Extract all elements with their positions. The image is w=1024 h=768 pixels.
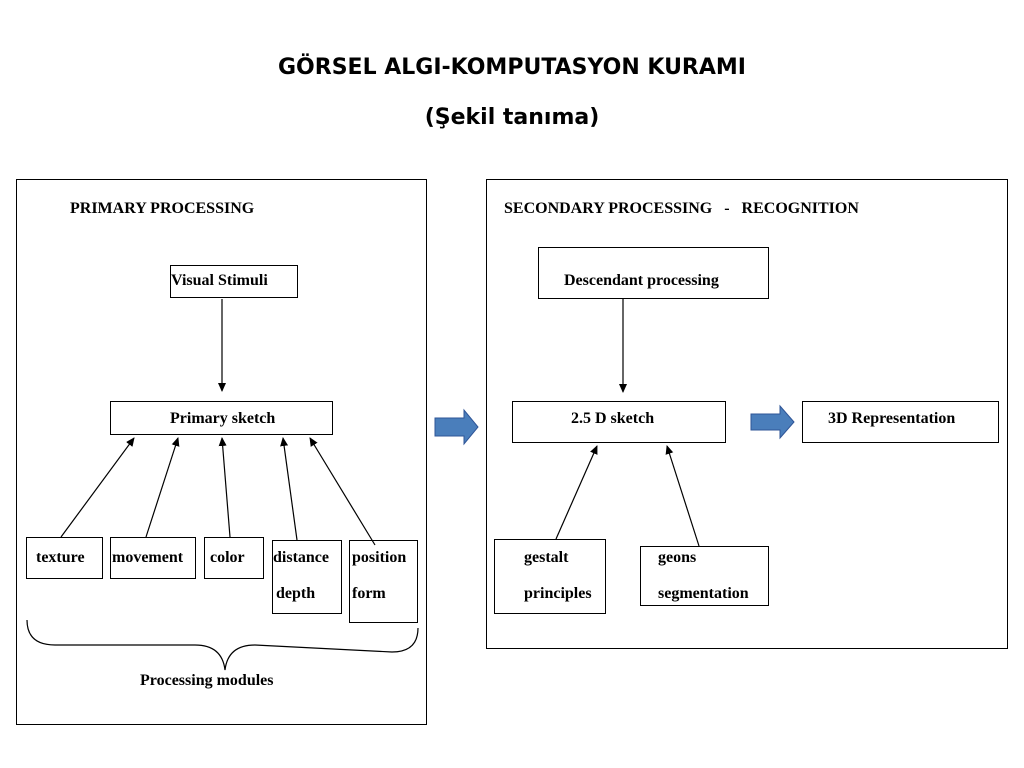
arrow-distance-to-primary-sketch bbox=[280, 437, 298, 541]
secondary-processing-heading: SECONDARY PROCESSING - RECOGNITION bbox=[504, 200, 859, 217]
depth-label: depth bbox=[276, 585, 316, 602]
texture-label: texture bbox=[36, 549, 85, 566]
page-title: GÖRSEL ALGI-KOMPUTASYON KURAMI bbox=[278, 55, 746, 80]
arrow-geons-to-25d-sketch bbox=[665, 445, 700, 547]
representation-3d-box bbox=[802, 401, 999, 443]
secondary-processing-panel bbox=[486, 179, 1008, 649]
block-arrow-primary-to-secondary bbox=[434, 408, 479, 446]
distance-depth-box bbox=[272, 540, 342, 614]
arrow-gestalt-to-25d-sketch bbox=[555, 445, 598, 540]
visual-stimuli-box bbox=[170, 265, 298, 298]
processing-modules-brace bbox=[26, 619, 419, 671]
color-box bbox=[204, 537, 264, 579]
gestalt-label: gestalt bbox=[524, 549, 569, 566]
page-subtitle: (Şekil tanıma) bbox=[424, 105, 600, 130]
geons-segmentation-box bbox=[640, 546, 769, 606]
arrow-texture-to-primary-sketch bbox=[60, 437, 135, 538]
color-label: color bbox=[210, 549, 245, 566]
form-label: form bbox=[352, 585, 386, 602]
arrow-position-to-primary-sketch bbox=[309, 437, 376, 546]
texture-box bbox=[26, 537, 103, 579]
primary-processing-heading: PRIMARY PROCESSING bbox=[70, 200, 255, 217]
principles-label: principles bbox=[524, 585, 592, 602]
visual-stimuli-label: Visual Stimuli bbox=[171, 272, 268, 289]
primary-sketch-label: Primary sketch bbox=[170, 410, 276, 427]
movement-box bbox=[110, 537, 196, 579]
block-arrow-25d-to-3d bbox=[750, 404, 795, 440]
sketch-25d-box bbox=[512, 401, 726, 443]
primary-processing-panel bbox=[16, 179, 427, 725]
descendant-processing-box bbox=[538, 247, 769, 299]
position-label: position bbox=[352, 549, 407, 566]
sketch-25d-label: 2.5 D sketch bbox=[571, 410, 655, 427]
arrow-movement-to-primary-sketch bbox=[145, 437, 180, 538]
gestalt-principles-box bbox=[494, 539, 606, 614]
primary-sketch-box bbox=[110, 401, 333, 435]
segmentation-label: segmentation bbox=[658, 585, 749, 602]
arrow-color-to-primary-sketch bbox=[218, 437, 231, 538]
position-form-box bbox=[349, 540, 418, 623]
representation-3d-label: 3D Representation bbox=[828, 410, 956, 427]
movement-label: movement bbox=[112, 549, 184, 566]
distance-label: distance bbox=[273, 549, 329, 566]
geons-label: geons bbox=[658, 549, 697, 566]
descendant-processing-label: Descendant processing bbox=[564, 272, 719, 289]
processing-modules-label: Processing modules bbox=[140, 672, 274, 689]
